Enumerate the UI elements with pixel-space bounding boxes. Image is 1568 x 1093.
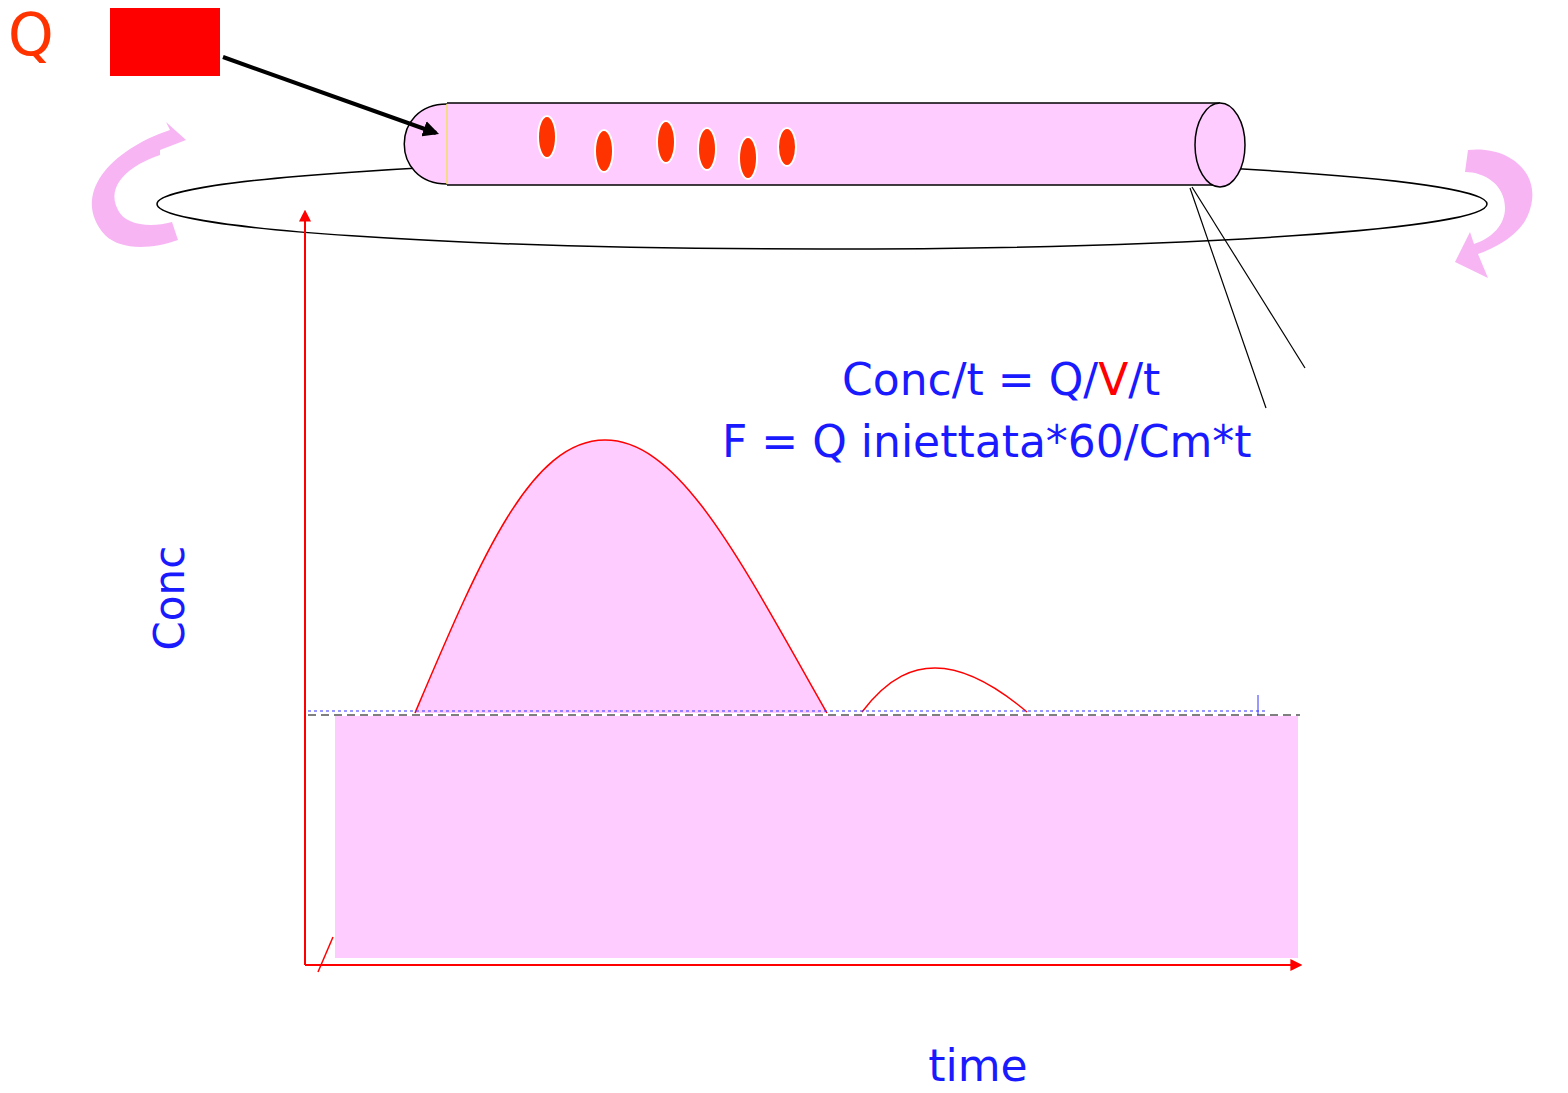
tube-opening	[1195, 103, 1245, 187]
leader-line	[1192, 187, 1305, 368]
x-axis	[305, 964, 1300, 966]
baseline-area	[335, 716, 1298, 958]
axis-mark	[318, 937, 333, 972]
axis-label: Conc	[147, 546, 193, 651]
baseline-dashed	[308, 714, 1300, 715]
quantity-label: Q	[8, 4, 54, 68]
leader-line	[1190, 188, 1266, 408]
axis-label: time	[928, 1042, 1027, 1090]
injection-arrow	[223, 57, 436, 133]
flow-formula: F = Q iniettata*60/Cm*t	[722, 418, 1252, 466]
particles	[538, 116, 796, 179]
peak-area	[415, 440, 827, 713]
test-tube	[447, 103, 1220, 185]
concentration-formula: Conc/t = Q/V/t	[842, 356, 1160, 404]
injected-sample	[110, 8, 220, 76]
tube-end	[404, 104, 447, 184]
y-axis	[304, 212, 306, 965]
concentration-curve	[415, 440, 827, 713]
recirculation-curve	[862, 668, 1027, 712]
baseline-dotted	[308, 710, 1265, 711]
